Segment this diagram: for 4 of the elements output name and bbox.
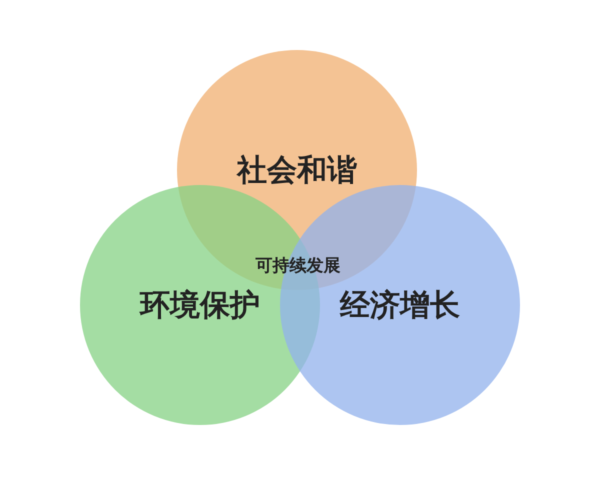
circle-label: 社会和谐 xyxy=(237,152,357,190)
circle-label: 经济增长 xyxy=(340,286,460,324)
center-label: 可持续发展 xyxy=(256,254,340,276)
circle-label: 环境保护 xyxy=(140,286,260,324)
